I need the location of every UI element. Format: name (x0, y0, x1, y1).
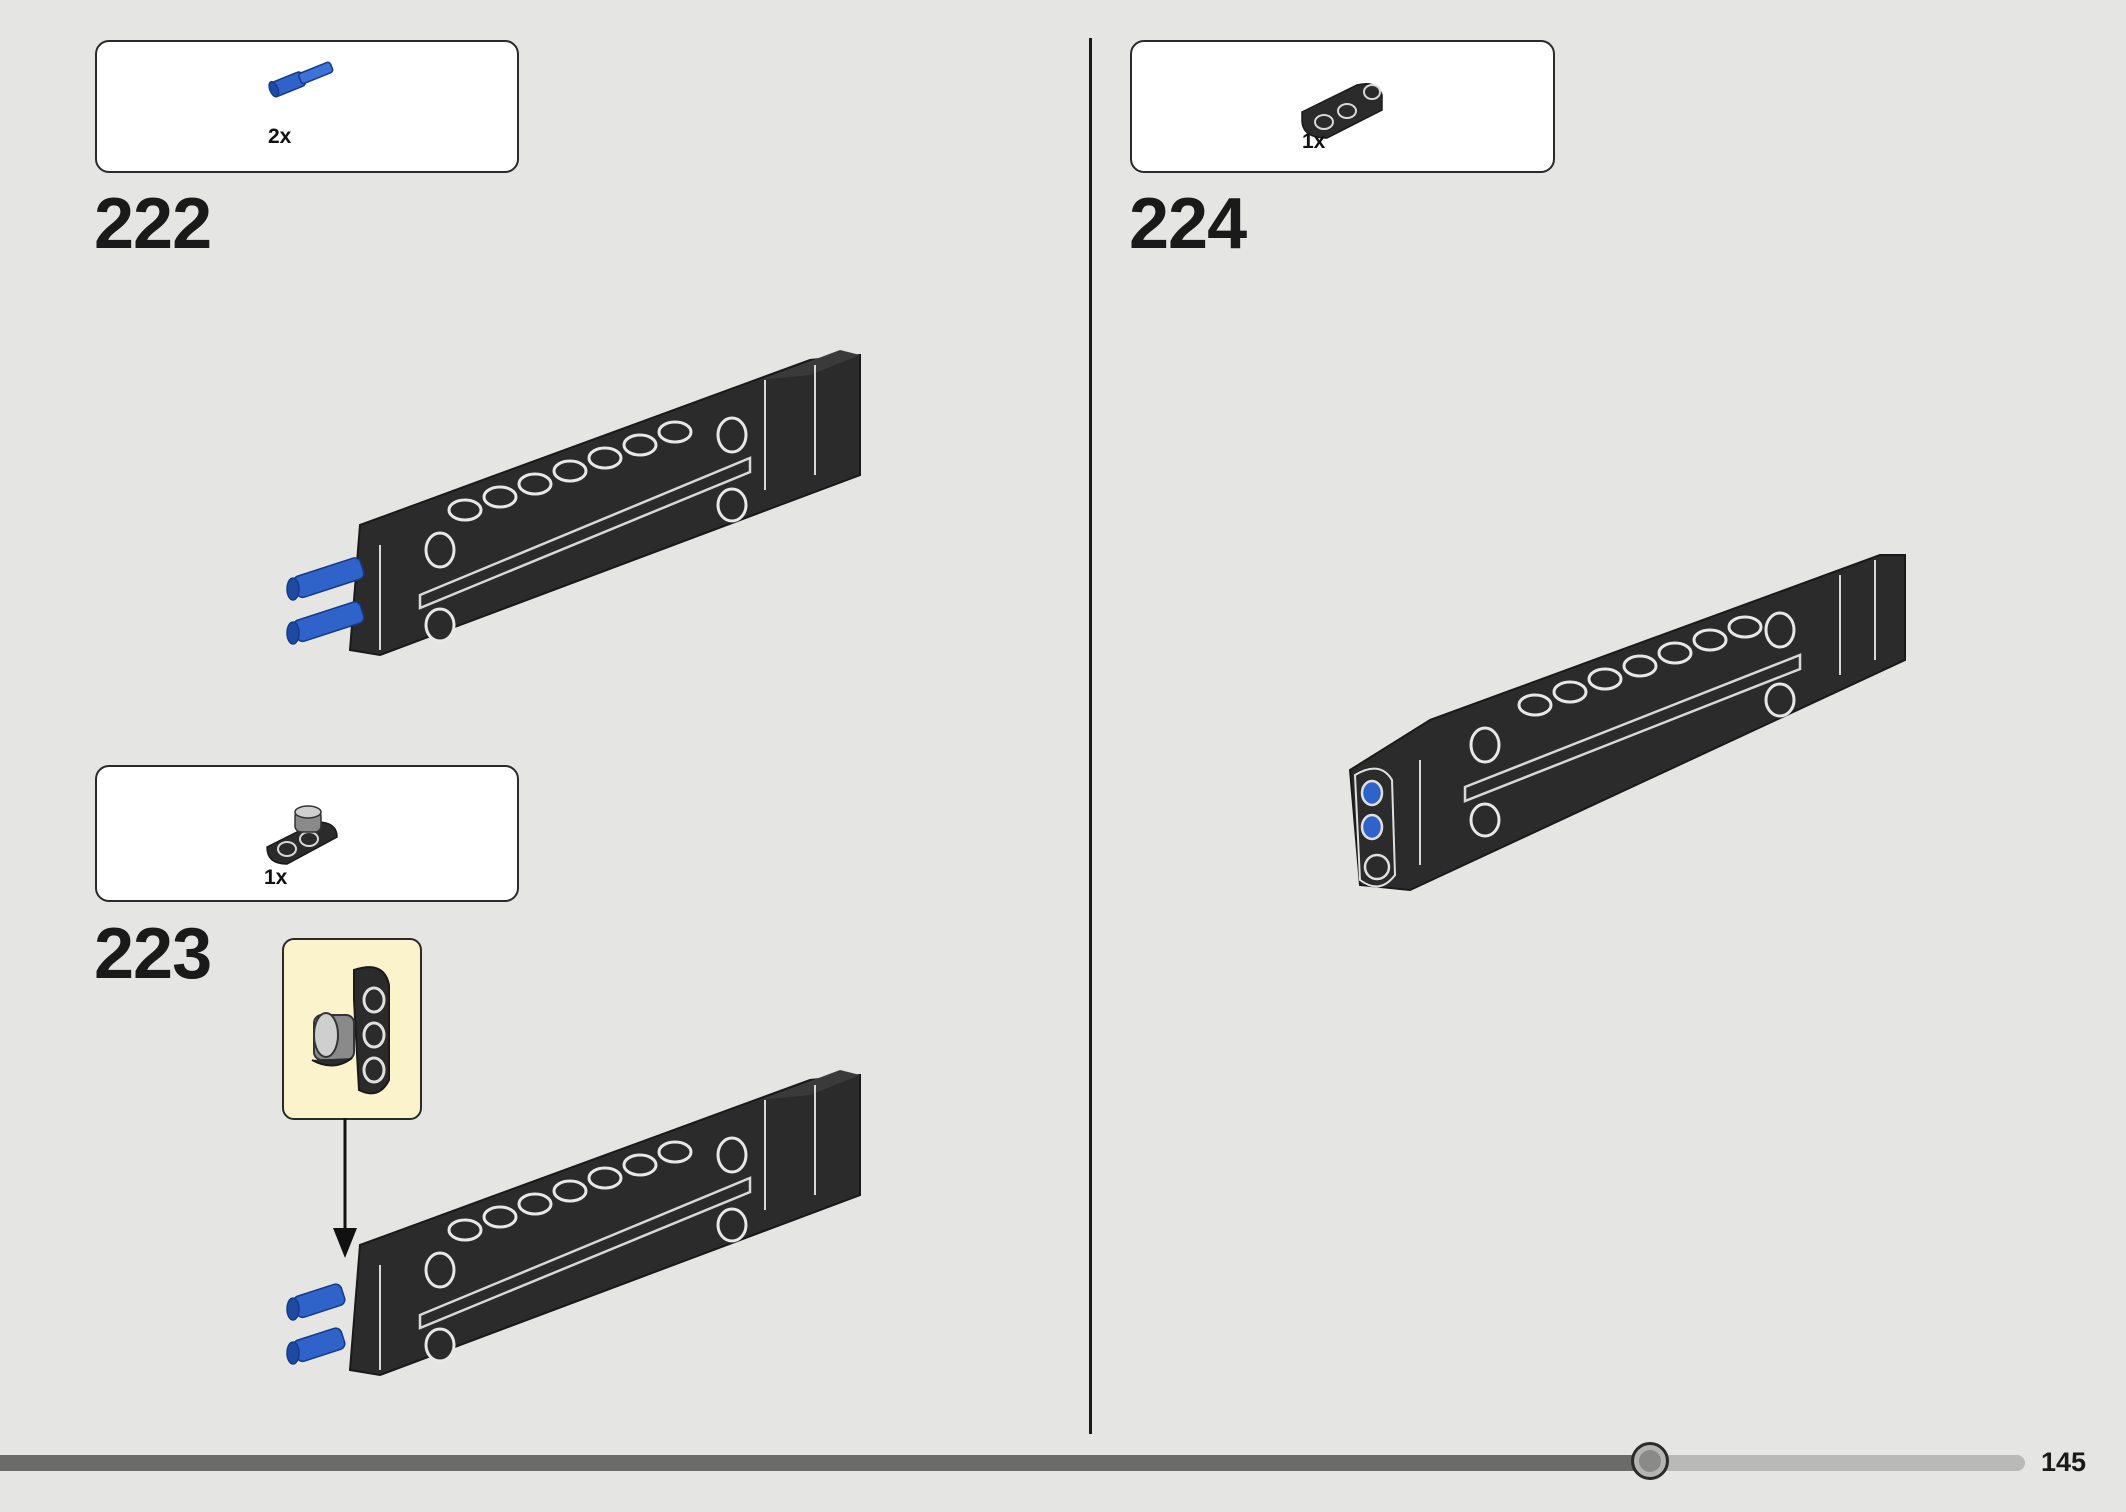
page-divider (1089, 38, 1092, 1434)
progress-marker (1631, 1442, 1669, 1480)
step-number: 223 (94, 914, 212, 994)
beam-assembly-222 (286, 350, 861, 657)
parts-quantity: 2x (268, 125, 292, 148)
parts-callout-224: 1x (1130, 40, 1555, 173)
placement-arrow (333, 1118, 357, 1258)
black-beam-connector-icon (1301, 83, 1383, 139)
parts-callout-223: 1x (95, 765, 519, 902)
step-number: 224 (1129, 184, 1247, 264)
blue-axle-pin-icon (268, 61, 334, 98)
axle-connector-icon (266, 805, 338, 865)
progress-bar (0, 1455, 2025, 1471)
progress-fill (0, 1455, 1650, 1471)
beam-assembly-223 (286, 1070, 861, 1377)
page-number: 145 (2040, 1447, 2086, 1477)
parts-callout-222: 2x (95, 40, 519, 173)
connector-detail-icon (311, 966, 390, 1095)
sub-assembly-callout (282, 938, 422, 1120)
beam-assembly-224 (1348, 554, 1906, 892)
step-number: 222 (94, 184, 212, 264)
parts-quantity: 1x (264, 866, 288, 889)
parts-quantity: 1x (1302, 130, 1326, 153)
